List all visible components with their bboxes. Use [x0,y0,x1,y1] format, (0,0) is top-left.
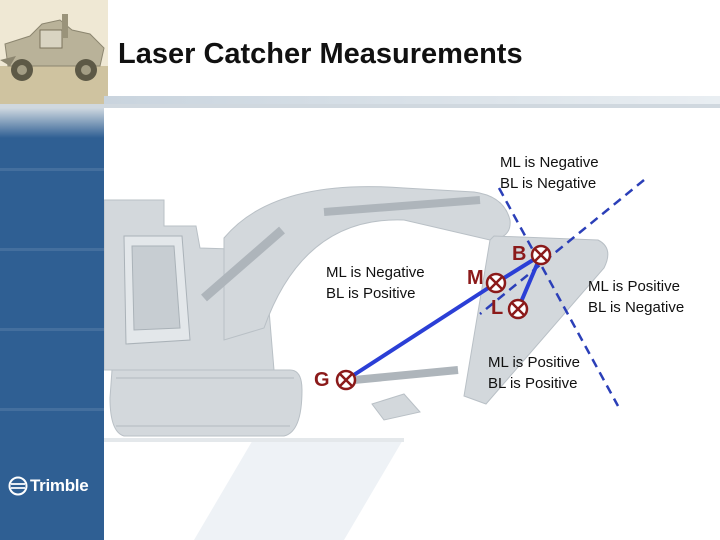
marker-m [485,272,507,294]
sidebar-highlight [0,108,104,138]
point-label-g: G [314,369,330,391]
sidebar-stripe [0,408,104,411]
excavator-silhouette [104,186,609,442]
trimble-logo: Trimble [8,474,89,498]
header-excavator-photo [0,0,108,104]
annotation-right-line1: ML is Positive [588,278,680,295]
sidebar [0,108,104,540]
annotation-left-line1: ML is Negative [326,264,425,281]
marker-b [530,244,552,266]
dashed-line-vertical [497,187,620,407]
target-marker-icon [335,244,552,391]
marker-l [507,298,529,320]
point-label-l: L [491,297,504,319]
marker-g [335,369,357,391]
dashed-line-diagonal [479,179,645,315]
trimble-logo-icon [8,476,28,496]
annotation-top-line2: BL is Negative [500,175,597,192]
background-watermark [194,438,404,540]
trimble-logo-text: Trimble [30,476,89,495]
sidebar-stripe [0,168,104,171]
page-title: Laser Catcher Measurements [118,38,523,70]
annotation-bottom-line2: BL is Positive [488,375,578,392]
annotation-left: ML is Negative BL is Positive [326,262,425,304]
annotation-bottom-line1: ML is Positive [488,354,580,371]
sidebar-stripe [0,328,104,331]
point-label-b: B [512,243,527,265]
excavator-diagram [104,179,645,540]
sidebar-stripe [0,248,104,251]
annotation-right-line2: BL is Negative [588,299,685,316]
header-rule [0,104,720,108]
line-g-to-m [344,281,498,382]
annotation-left-line2: BL is Positive [326,285,416,302]
diagram-area: B M L G ML is Negative BL is Negative ML… [104,108,720,540]
annotation-right: ML is Positive BL is Negative [588,276,684,318]
annotation-top: ML is Negative BL is Negative [500,152,599,194]
annotation-top-line1: ML is Negative [500,154,599,171]
excavator-photo-icon [0,0,108,104]
reference-lines [479,179,645,407]
point-label-m: M [467,267,484,289]
annotation-bottom: ML is Positive BL is Positive [488,352,580,394]
